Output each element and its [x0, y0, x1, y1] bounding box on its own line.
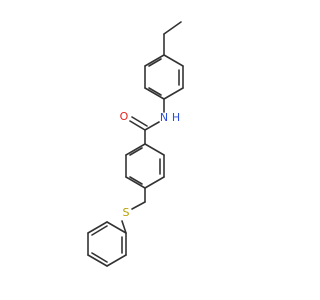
ring1-double-2: [148, 87, 162, 96]
nitrogen-label: N: [160, 111, 168, 124]
atom-label-sulfur: S: [123, 206, 130, 219]
ring2-bond-6: [125, 143, 146, 156]
ring3-bond-5: [106, 254, 127, 267]
ring3-bond-4: [87, 254, 108, 267]
bond-nitrogen-carbonyl: [144, 121, 160, 131]
ring1-bond-1: [163, 54, 184, 67]
ring3-bond-2: [87, 221, 108, 234]
ring2-double-3: [129, 147, 143, 156]
amide-linkage: [129, 98, 165, 145]
hydrogen-label: H: [172, 111, 180, 124]
ring3-double-1: [91, 225, 108, 236]
ring2-double-2: [129, 176, 143, 185]
ring2-bond-1: [144, 143, 165, 156]
ring2-bond-3: [144, 176, 165, 189]
ring3-double-2: [91, 252, 108, 263]
ring1-bond-4: [144, 87, 165, 100]
bond-ethyl-ch3: [163, 21, 182, 35]
oxygen-label: O: [120, 110, 129, 123]
benzamide-ring: [125, 143, 165, 189]
molecule-diagram: O N H S: [87, 21, 184, 267]
bond-ch2-sulfur: [131, 201, 146, 210]
bond-sulfur-ring3: [121, 220, 127, 234]
atom-label-nitrogen: N H: [160, 111, 180, 124]
ring1-bond-3: [163, 87, 184, 100]
ring1-bond-6: [144, 54, 165, 67]
thiomethyl-linkage: [121, 187, 146, 234]
ring3-bond-1: [106, 221, 127, 234]
phenylthio-ring: [87, 221, 127, 267]
bond-carbonyl-oxygen-b: [131, 116, 148, 127]
ring2-bond-4: [125, 176, 146, 189]
ethyl-group: [163, 21, 182, 56]
ring1-double-3: [148, 58, 162, 67]
ethylphenyl-ring: [144, 54, 184, 100]
sulfur-label: S: [123, 206, 130, 219]
bond-carbonyl-oxygen-a: [129, 120, 146, 131]
atom-label-oxygen: O: [120, 110, 129, 123]
